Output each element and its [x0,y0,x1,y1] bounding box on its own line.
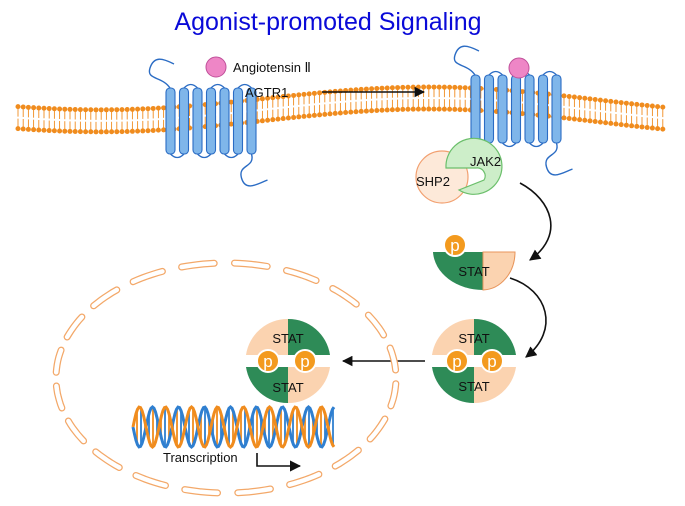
stat-label: STAT [458,264,489,279]
curved-arrow-to-dimer [509,277,547,358]
stat-label: STAT [272,331,303,346]
stat-dimer-nucleus: p p STAT STAT [246,318,330,404]
phospho-label: p [300,352,309,371]
dna-helix-icon [131,405,336,449]
phospho-label: p [452,352,461,371]
phospho-label: p [263,352,272,371]
phospho-icon [256,349,280,373]
shp2-jak2-complex: JAK2 SHP2 [415,137,503,204]
receptor-label: AGTR1 [245,85,288,100]
nucleus-envelope-icon [52,259,400,497]
phospho-label: p [487,352,496,371]
shp2-label: SHP2 [416,174,450,189]
diagram-title: Agonist-promoted Signaling [174,8,481,36]
transcription-label: Transcription [163,450,238,465]
agtr1-receptor-active [453,45,573,176]
bound-angiotensin-ligand-icon [508,57,530,79]
jak2-shape [445,137,503,195]
phospho-icon [293,349,317,373]
stat-dimer-cytoplasm: p p STAT STAT [432,318,516,404]
stat-label: STAT [272,380,303,395]
curved-arrow-to-stat [519,182,552,261]
angiotensin-ligand-icon [205,56,227,78]
ligand-label: Angiotensin Ⅱ [233,60,311,75]
jak2-label: JAK2 [470,154,501,169]
stat-label: STAT [458,379,489,394]
transcription-start-arrow [256,453,302,472]
agtr1-receptor-inactive [148,58,268,187]
phospho-label: p [450,236,459,255]
stat-light-half [482,251,516,291]
phospho-icon [480,349,504,373]
stat-label: STAT [458,331,489,346]
stat-monomer: p STAT [433,233,516,291]
phospho-icon [443,233,467,257]
stat-dark-half [433,252,483,291]
phospho-icon [445,349,469,373]
